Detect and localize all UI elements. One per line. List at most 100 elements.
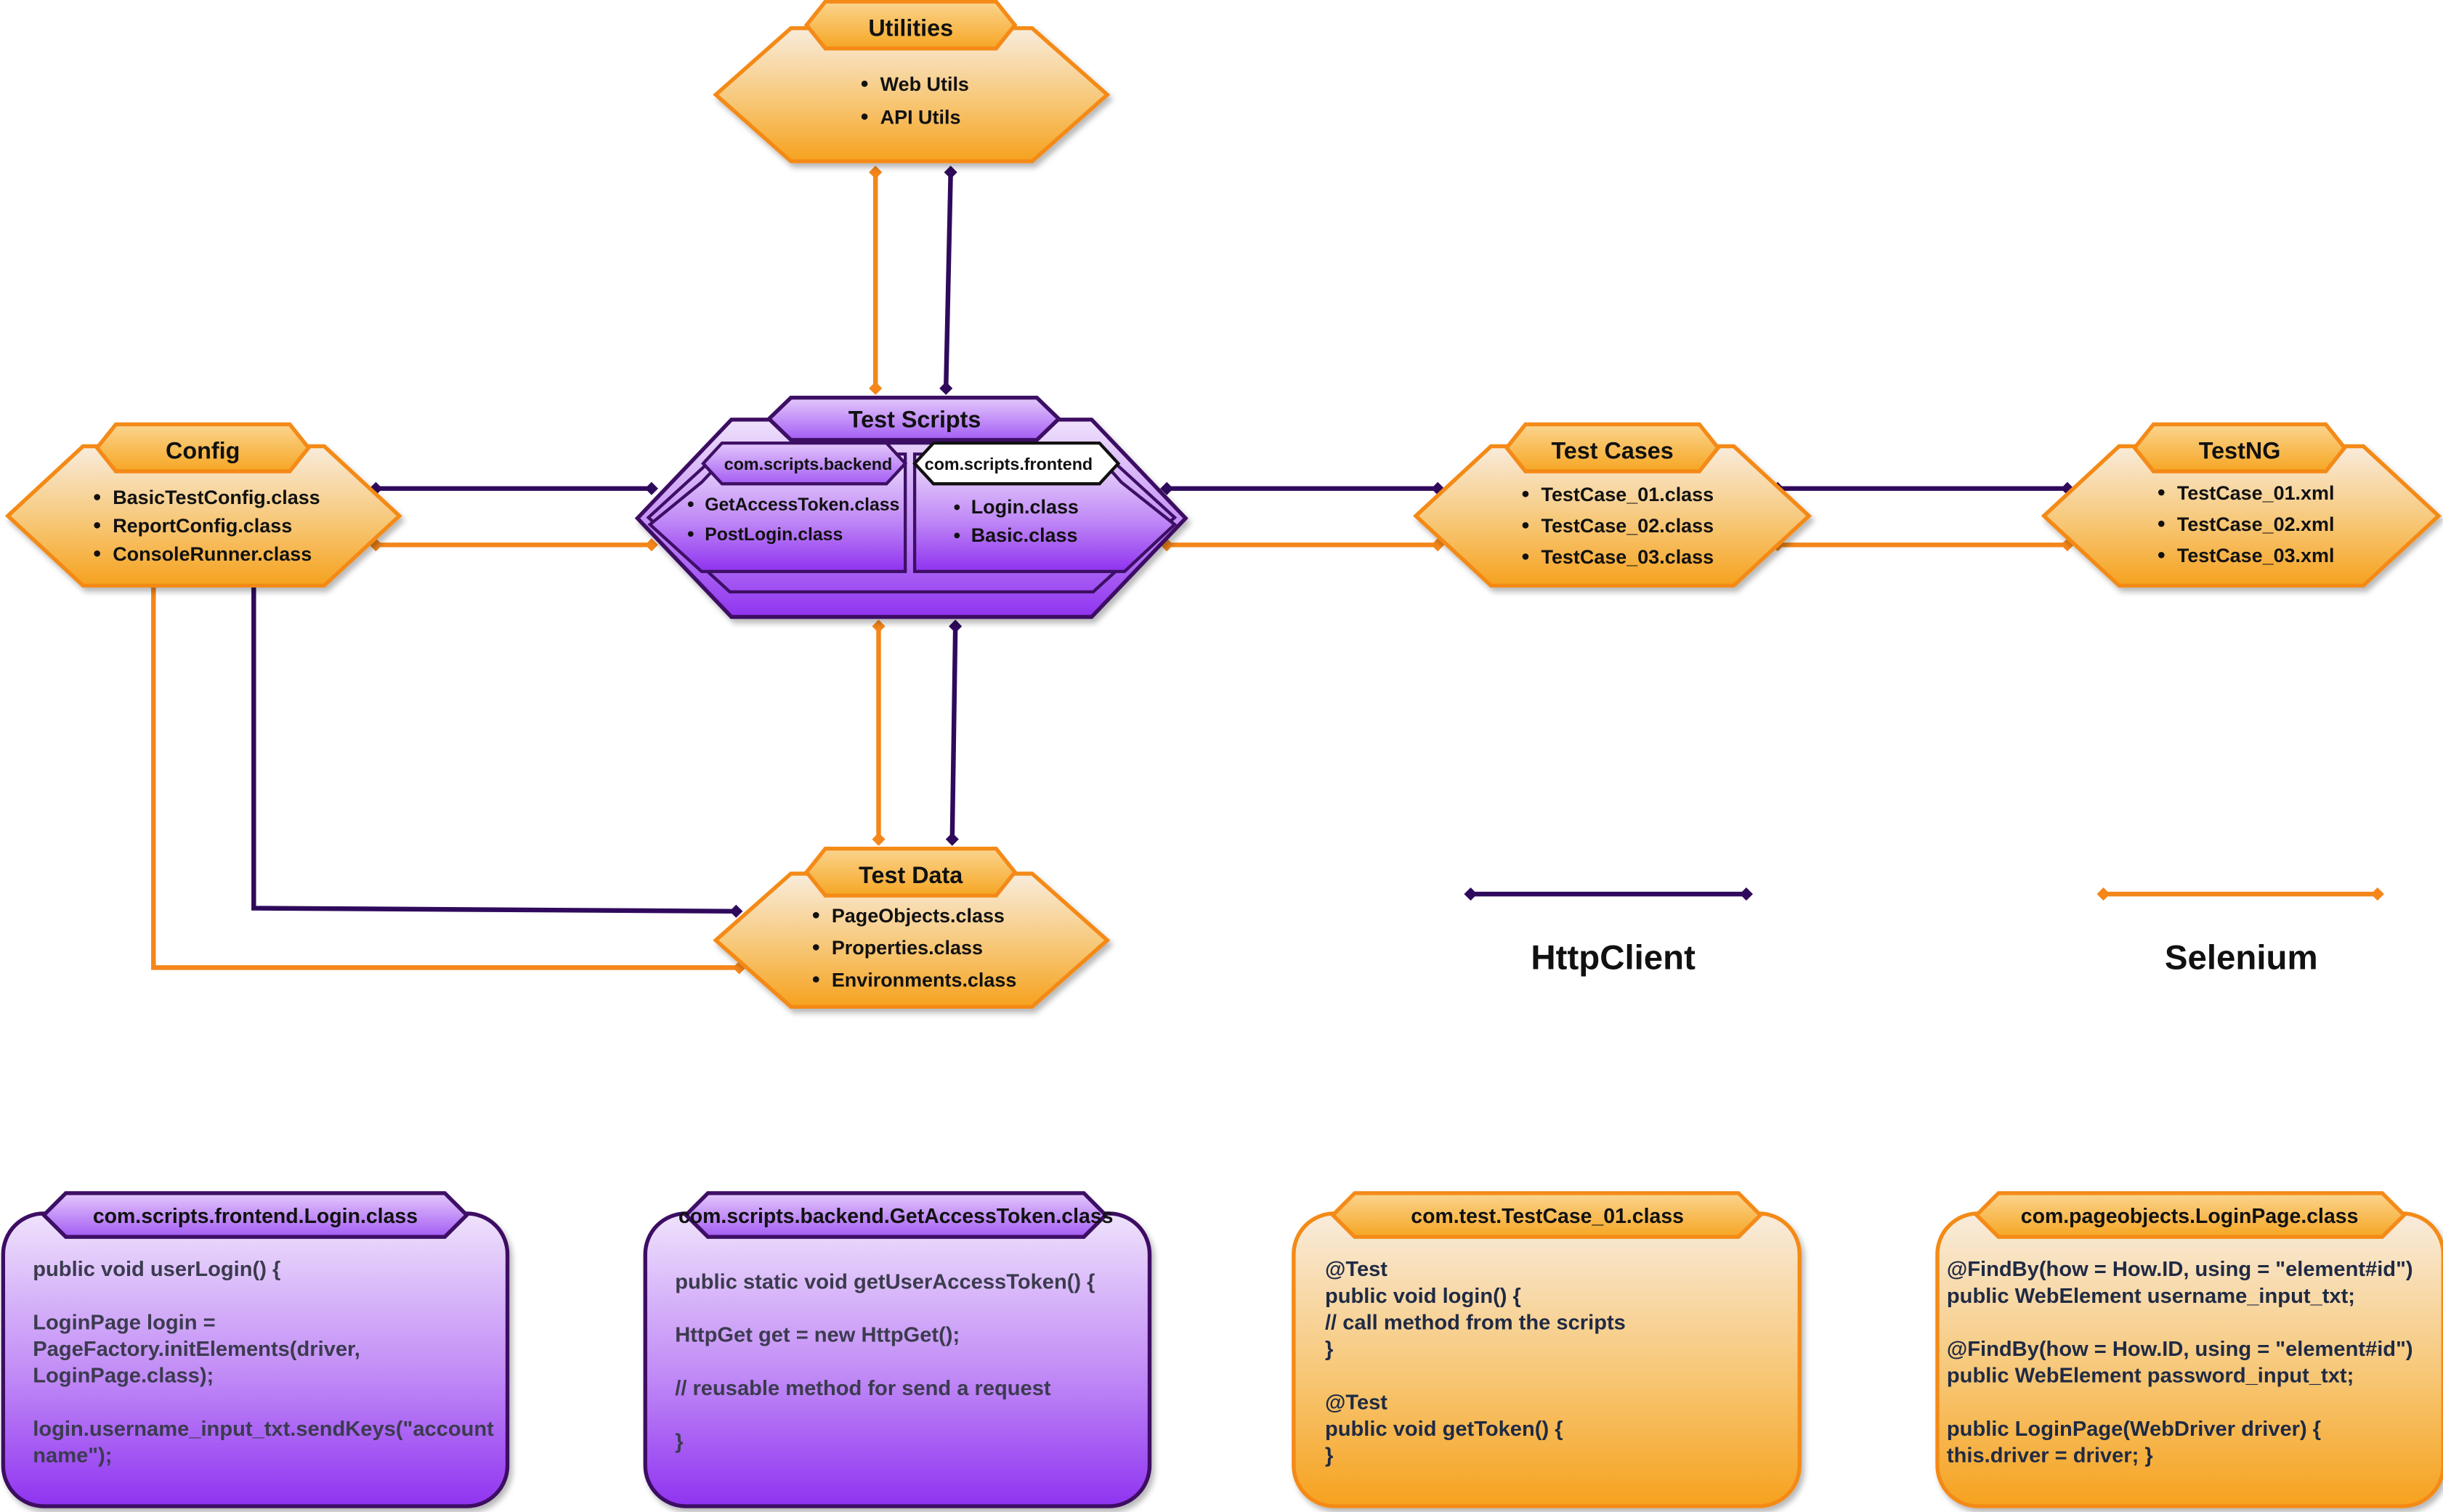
node-utilities-body <box>713 26 1111 163</box>
legend-selenium-line-start-marker <box>2096 887 2110 901</box>
code-line: @FindBy(how = How.ID, using = "element#i… <box>1947 1258 2413 1281</box>
node-test_data-body <box>713 871 1111 1009</box>
connector-utilities-scripts-httpclient-end-marker <box>939 381 953 395</box>
code-card-3[interactable] <box>1292 1191 1802 1508</box>
test-scripts-backend-tab <box>701 441 908 486</box>
code-line: name"); <box>33 1444 112 1468</box>
node-utilities-title: Utilities <box>868 15 953 41</box>
connector-utilities-scripts-httpclient <box>943 172 953 389</box>
connector-scripts-data-httpclient <box>949 626 958 840</box>
code-line: public WebElement username_input_txt; <box>1947 1285 2355 1308</box>
node-testng[interactable] <box>2041 422 2442 588</box>
code-line: // call method from the scripts <box>1325 1311 1626 1334</box>
bullet-dot <box>954 532 960 539</box>
node-test-scripts-title: Test Scripts <box>848 407 981 433</box>
connector-utilities-scripts-selenium-start-marker <box>869 166 883 179</box>
connector-scripts-data-selenium-end-marker <box>872 832 886 846</box>
node-utilities[interactable] <box>713 0 1111 163</box>
code-card-title: com.scripts.backend.GetAccessToken.class <box>678 1205 1114 1228</box>
node-test_cases-title: Test Cases <box>1551 438 1673 464</box>
bullet-dot <box>2158 520 2165 527</box>
code-line: } <box>675 1430 683 1453</box>
code-line: @FindBy(how = How.ID, using = "element#i… <box>1947 1338 2413 1361</box>
code-line: LoginPage.class); <box>33 1365 214 1388</box>
connector-config-data-httpclient-end-marker <box>729 904 743 918</box>
bullet-dot <box>1522 490 1529 497</box>
node-testng-tab <box>2132 422 2347 473</box>
code-line: LoginPage login = <box>33 1311 215 1334</box>
node-testng-title: TestNG <box>2199 438 2281 464</box>
test-scripts-frontend-tab <box>912 441 1121 486</box>
connector-scripts-data-selenium-start-marker <box>872 619 886 633</box>
code-line: public static void getUserAccessToken() … <box>675 1270 1095 1293</box>
node-test_cases-item: TestCase_02.class <box>1541 515 1714 537</box>
code-line: @Test <box>1325 1391 1387 1414</box>
node-test_data-item: PageObjects.class <box>832 905 1005 927</box>
code-card-tab <box>1974 1191 2407 1239</box>
code-card-1[interactable] <box>1 1191 510 1508</box>
connector-utilities-scripts-selenium-end-marker <box>869 381 883 395</box>
bullet-dot <box>812 911 819 919</box>
code-line: public void login() { <box>1325 1285 1521 1308</box>
legend-httpclient-label: HttpClient <box>1531 939 1695 977</box>
node-test_data-item: Properties.class <box>832 937 983 959</box>
code-card-title: com.test.TestCase_01.class <box>1411 1205 1684 1228</box>
bullet-dot <box>2158 489 2165 496</box>
legend-httpclient-line-start-marker <box>1464 887 1478 901</box>
bullet-dot <box>1522 553 1529 560</box>
node-test-scripts[interactable] <box>634 395 1188 619</box>
node-test_data-item: Environments.class <box>832 969 1017 991</box>
node-config-item: ConsoleRunner.class <box>113 543 312 565</box>
code-card-tab <box>41 1191 470 1239</box>
code-line: login.username_input_txt.sendKeys("accou… <box>33 1418 494 1441</box>
connector-layer <box>147 166 2384 975</box>
bullet-dot <box>94 550 100 557</box>
code-card-4[interactable] <box>1935 1191 2443 1508</box>
bullet-dot <box>1522 522 1529 529</box>
connector-scripts-cases-httpclient-start-marker <box>1160 481 1174 495</box>
code-card-title: com.scripts.frontend.Login.class <box>93 1205 418 1228</box>
test-scripts-backend-title: com.scripts.backend <box>724 455 892 473</box>
bullet-dot <box>687 531 694 537</box>
connector-scripts-data-httpclient-start-marker <box>949 619 963 633</box>
code-line: public void userLogin() { <box>33 1258 280 1281</box>
bullet-dot <box>954 504 960 511</box>
code-line: this.driver = driver; } <box>1947 1444 2153 1468</box>
test-scripts-backend-item: PostLogin.class <box>705 525 843 545</box>
code-card-body <box>643 1211 1152 1508</box>
connector-config-scripts-selenium-end-marker <box>644 538 658 552</box>
code-line: @Test <box>1325 1258 1387 1281</box>
code-line: // reusable method for send a request <box>675 1377 1051 1400</box>
legend-httpclient-line-end-marker <box>1739 887 1753 901</box>
code-line: } <box>1325 1444 1333 1468</box>
node-test-scripts-tab <box>766 395 1062 442</box>
bullet-dot <box>687 501 694 508</box>
node-test_data-tab <box>803 846 1018 898</box>
node-test-data[interactable] <box>713 846 1111 1009</box>
node-utilities-item: API Utils <box>880 106 961 128</box>
connector-config-data-selenium <box>151 582 740 970</box>
bullet-dot <box>812 976 819 983</box>
test-scripts-backend-item: GetAccessToken.class <box>705 495 899 515</box>
node-config-title: Config <box>166 438 240 464</box>
node-config-body <box>4 444 402 588</box>
node-testng-item: TestCase_02.xml <box>2177 513 2335 535</box>
test-scripts-frontend-title: com.scripts.frontend <box>925 455 1093 473</box>
code-card-tab <box>1329 1191 1764 1239</box>
node-test-cases[interactable] <box>1413 422 1812 588</box>
bullet-dot <box>861 113 868 120</box>
node-test_data-title: Test Data <box>859 862 963 888</box>
connector-config-data-httpclient <box>251 582 737 914</box>
node-config-item: BasicTestConfig.class <box>113 487 320 508</box>
node-config-item: ReportConfig.class <box>113 515 292 537</box>
node-testng-item: TestCase_03.xml <box>2177 545 2335 566</box>
code-line: public void getToken() { <box>1325 1418 1563 1441</box>
code-card-2[interactable] <box>643 1191 1152 1508</box>
node-config[interactable] <box>4 422 402 588</box>
node-test_cases-tab <box>1504 422 1721 473</box>
node-testng-item: TestCase_01.xml <box>2177 482 2335 504</box>
